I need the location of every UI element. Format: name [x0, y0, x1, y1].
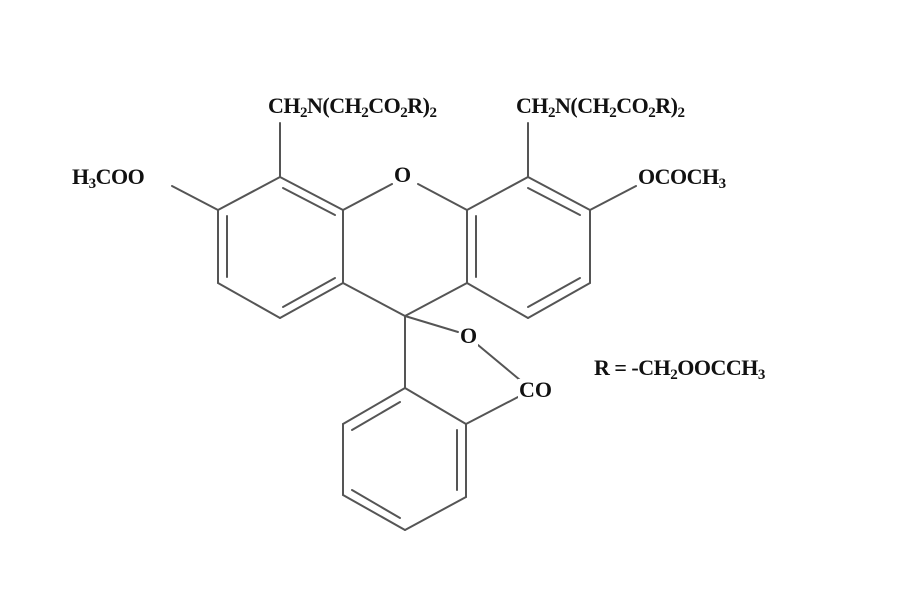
central-pyran-ring — [342, 183, 468, 317]
label-carbonyl: CO — [518, 377, 553, 402]
label-r-definition: R = -CH2OOCCH3 — [594, 355, 765, 383]
label-ring-oxygen: O — [393, 162, 413, 187]
lactone-ring — [404, 315, 521, 425]
label-left-acetoxy: H3COO — [72, 164, 145, 192]
left-side-bond — [171, 185, 219, 211]
label-left-top-substituent: CH2N(CH2CO2R)2 — [268, 93, 437, 121]
label-lactone-oxygen: O — [459, 323, 479, 348]
right-benzene-ring — [466, 176, 591, 319]
right-side-bond — [589, 185, 637, 211]
label-right-top-substituent: CH2N(CH2CO2R)2 — [516, 93, 685, 121]
left-benzene-ring — [217, 176, 344, 319]
label-right-acetoxy: OCOCH3 — [638, 164, 726, 192]
bottom-benzene-ring — [342, 387, 467, 531]
